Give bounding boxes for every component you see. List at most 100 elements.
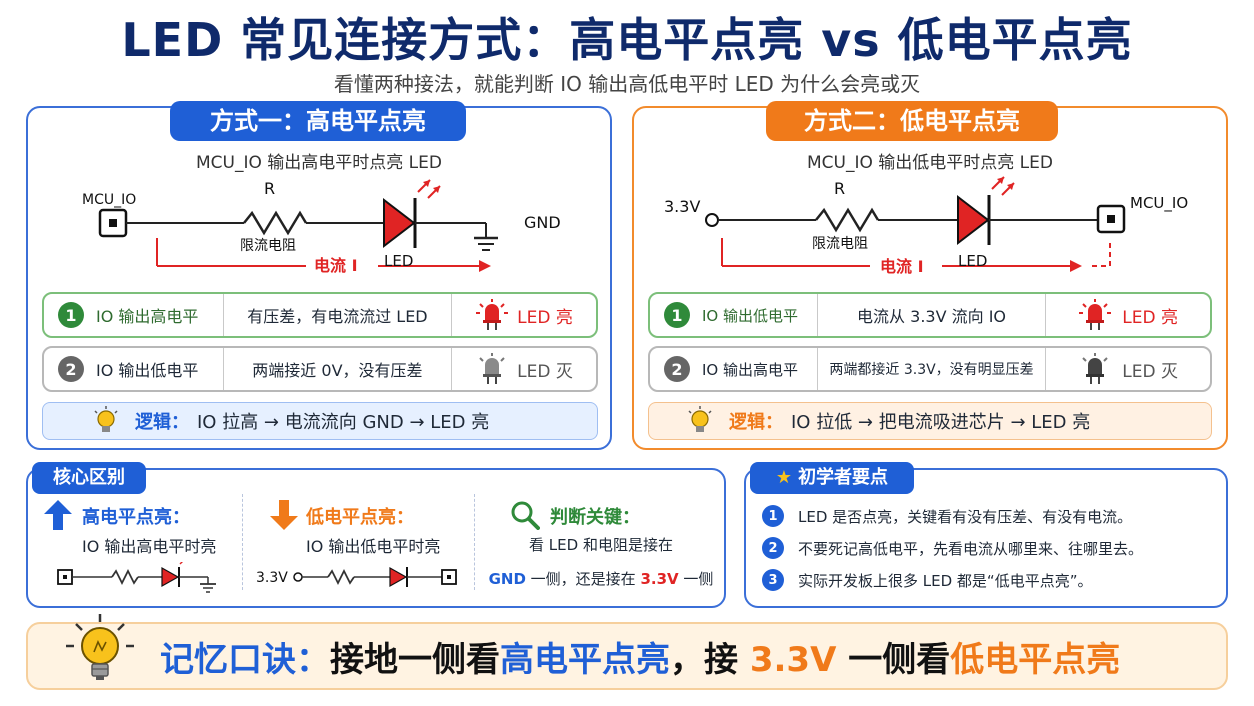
list-item: 1 LED 是否点亮，关键看有没有压差、有没有电流。 [762, 500, 1218, 532]
resistor-icon [815, 207, 880, 233]
led-icon [957, 194, 990, 246]
tips-list: 1 LED 是否点亮，关键看有没有压差、有没有电流。 2 不要死记高低电平，先看… [762, 500, 1218, 596]
method2-tag: 方式二：低电平点亮 [766, 101, 1058, 141]
current-label: 电流 I [314, 256, 358, 275]
core-low-title: 低电平点亮： [306, 507, 414, 528]
motto-part-5: 一侧看 [836, 640, 951, 680]
led-on-icon [476, 299, 509, 330]
list-item: 2 不要死记高低电平，先看电流从哪里来、往哪里去。 [762, 532, 1218, 564]
logic-text: IO 拉低 → 把电流吸进芯片 → LED 亮 [791, 412, 1091, 433]
led-label: LED [958, 252, 987, 270]
resistor-sub-label: 限流电阻 [240, 238, 296, 254]
method2-circuit: 3.3V R 限流电阻 LED MCU_IO 电流 I [664, 176, 1188, 276]
method1-tag: 方式一：高电平点亮 [170, 101, 466, 141]
method1-row-2: 2 IO 输出低电平 两端接近 0V，没有压差 LED 灭 [42, 346, 598, 392]
circuit-right-label: MCU_IO [1130, 194, 1188, 213]
method1-row-1: 1 IO 输出高电平 有压差，有电流流过 LED LED 亮 [42, 292, 598, 338]
method2-caption: MCU_IO 输出低电平时点亮 LED [807, 153, 1053, 173]
core-divider-1 [242, 494, 243, 590]
page-subtitle: 看懂两种接法，就能判断 IO 输出高低电平时 LED 为什么会亮或灭 [333, 72, 921, 96]
lightbulb-icon [688, 406, 712, 432]
circuit-right-label: GND [524, 213, 561, 232]
motto-high: 高电平点亮 [500, 640, 670, 680]
logic-text: IO 拉高 → 电流流向 GND → LED 亮 [197, 412, 490, 433]
arrow-up-icon [44, 500, 72, 530]
row-state: IO 输出高电平 [96, 307, 199, 326]
motto-low: 低电平点亮 [950, 640, 1121, 680]
row-desc: 两端接近 0V，没有压差 [222, 348, 451, 390]
key-end-text: 一侧 [678, 570, 714, 588]
core-divider-2 [474, 494, 475, 590]
led-off-icon [1082, 353, 1108, 384]
method1-panel [26, 106, 612, 450]
row-state: IO 输出低电平 [96, 361, 199, 380]
arrow-down-icon [270, 500, 298, 530]
lightbulb-icon [66, 614, 134, 680]
v33-highlight: 3.3V [640, 570, 679, 588]
supply-terminal-icon [705, 213, 719, 227]
tip-text: LED 是否点亮，关键看有没有压差、有没有电流。 [798, 507, 1133, 526]
led-label: LED [384, 252, 413, 270]
row-desc: 有压差，有电流流过 LED [222, 294, 451, 336]
row-desc: 电流从 3.3V 流向 IO [816, 294, 1045, 336]
core-high-title: 高电平点亮： [82, 507, 190, 528]
current-arrow-icon [479, 260, 491, 272]
mini-circuit-high [57, 562, 216, 593]
motto-banner [26, 622, 1228, 690]
method2-row-1: 1 IO 输出低电平 电流从 3.3V 流向 IO LED 亮 [648, 292, 1212, 338]
resistor-sub-label: 限流电阻 [812, 236, 868, 252]
lightbulb-icon [94, 406, 118, 432]
method2-logic: 逻辑： IO 拉低 → 把电流吸进芯片 → LED 亮 [648, 402, 1212, 440]
gnd-highlight: GND [488, 570, 526, 588]
row-result: LED 亮 [1122, 307, 1178, 328]
row-desc: 两端都接近 3.3V，没有明显压差 [816, 348, 1045, 390]
magnifier-icon [511, 501, 540, 530]
row-result: LED 灭 [517, 361, 573, 382]
current-arrow-icon [1070, 260, 1082, 272]
core-tag: 核心区别 [32, 462, 146, 494]
row-result: LED 亮 [517, 307, 573, 328]
tip-text: 不要死记高低电平，先看电流从哪里来、往哪里去。 [798, 539, 1144, 558]
core-key-line2: GND 一侧，还是接在 3.3V 一侧 [476, 568, 726, 589]
tip-number: 3 [762, 569, 784, 591]
row-result: LED 灭 [1122, 361, 1178, 382]
motto-label: 记忆口诀： [160, 640, 330, 680]
core-key-title: 判断关键： [550, 507, 640, 528]
method2-row-2: 2 IO 输出高电平 两端都接近 3.3V，没有明显压差 LED 灭 [648, 346, 1212, 392]
core-high-desc: IO 输出高电平时亮 [82, 537, 217, 556]
key-mid-text: 一侧，还是接在 [525, 570, 641, 588]
tips-tag-label: 初学者要点 [798, 467, 889, 488]
motto-part-1: 接地一侧看 [330, 640, 500, 680]
core-low-desc: IO 输出低电平时亮 [306, 537, 441, 556]
tips-tag: ★ 初学者要点 [750, 462, 914, 494]
star-icon: ★ [775, 467, 793, 488]
core-key-line1: 看 LED 和电阻是接在 [529, 536, 673, 554]
motto-voltage: 3.3V [749, 640, 837, 680]
led-on-icon [1079, 299, 1112, 330]
led-off-icon [479, 353, 505, 384]
motto-part-3: ，接 [670, 640, 750, 680]
motto-text: 记忆口诀：接地一侧看高电平点亮，接 3.3V 一侧看低电平点亮 [160, 632, 1120, 681]
mini-circuit-low: 3.3V [256, 566, 457, 588]
method1-circuit: MCU_IO R 限流电阻 LED GND 电流 I [82, 179, 561, 276]
tip-number: 1 [762, 505, 784, 527]
mini-supply-label: 3.3V [256, 570, 288, 586]
resistor-label: R [834, 179, 845, 198]
resistor-label: R [264, 179, 275, 198]
method1-caption: MCU_IO 输出高电平时点亮 LED [196, 153, 442, 173]
method2-panel [632, 106, 1228, 450]
tip-text: 实际开发板上很多 LED 都是“低电平点亮”。 [798, 571, 1093, 590]
row-number: 1 [58, 302, 84, 328]
list-item: 3 实际开发板上很多 LED 都是“低电平点亮”。 [762, 564, 1218, 596]
resistor-icon [243, 210, 308, 236]
row-number: 1 [664, 302, 690, 328]
method1-logic: 逻辑： IO 拉高 → 电流流向 GND → LED 亮 [42, 402, 598, 440]
led-icon [383, 197, 416, 249]
circuit-left-label: 3.3V [664, 197, 700, 216]
logic-label: 逻辑： [729, 412, 783, 433]
row-state: IO 输出低电平 [702, 306, 798, 325]
circuit-left-label: MCU_IO [82, 192, 136, 208]
row-state: IO 输出高电平 [702, 360, 798, 379]
logic-label: 逻辑： [135, 412, 189, 433]
row-number: 2 [664, 356, 690, 382]
